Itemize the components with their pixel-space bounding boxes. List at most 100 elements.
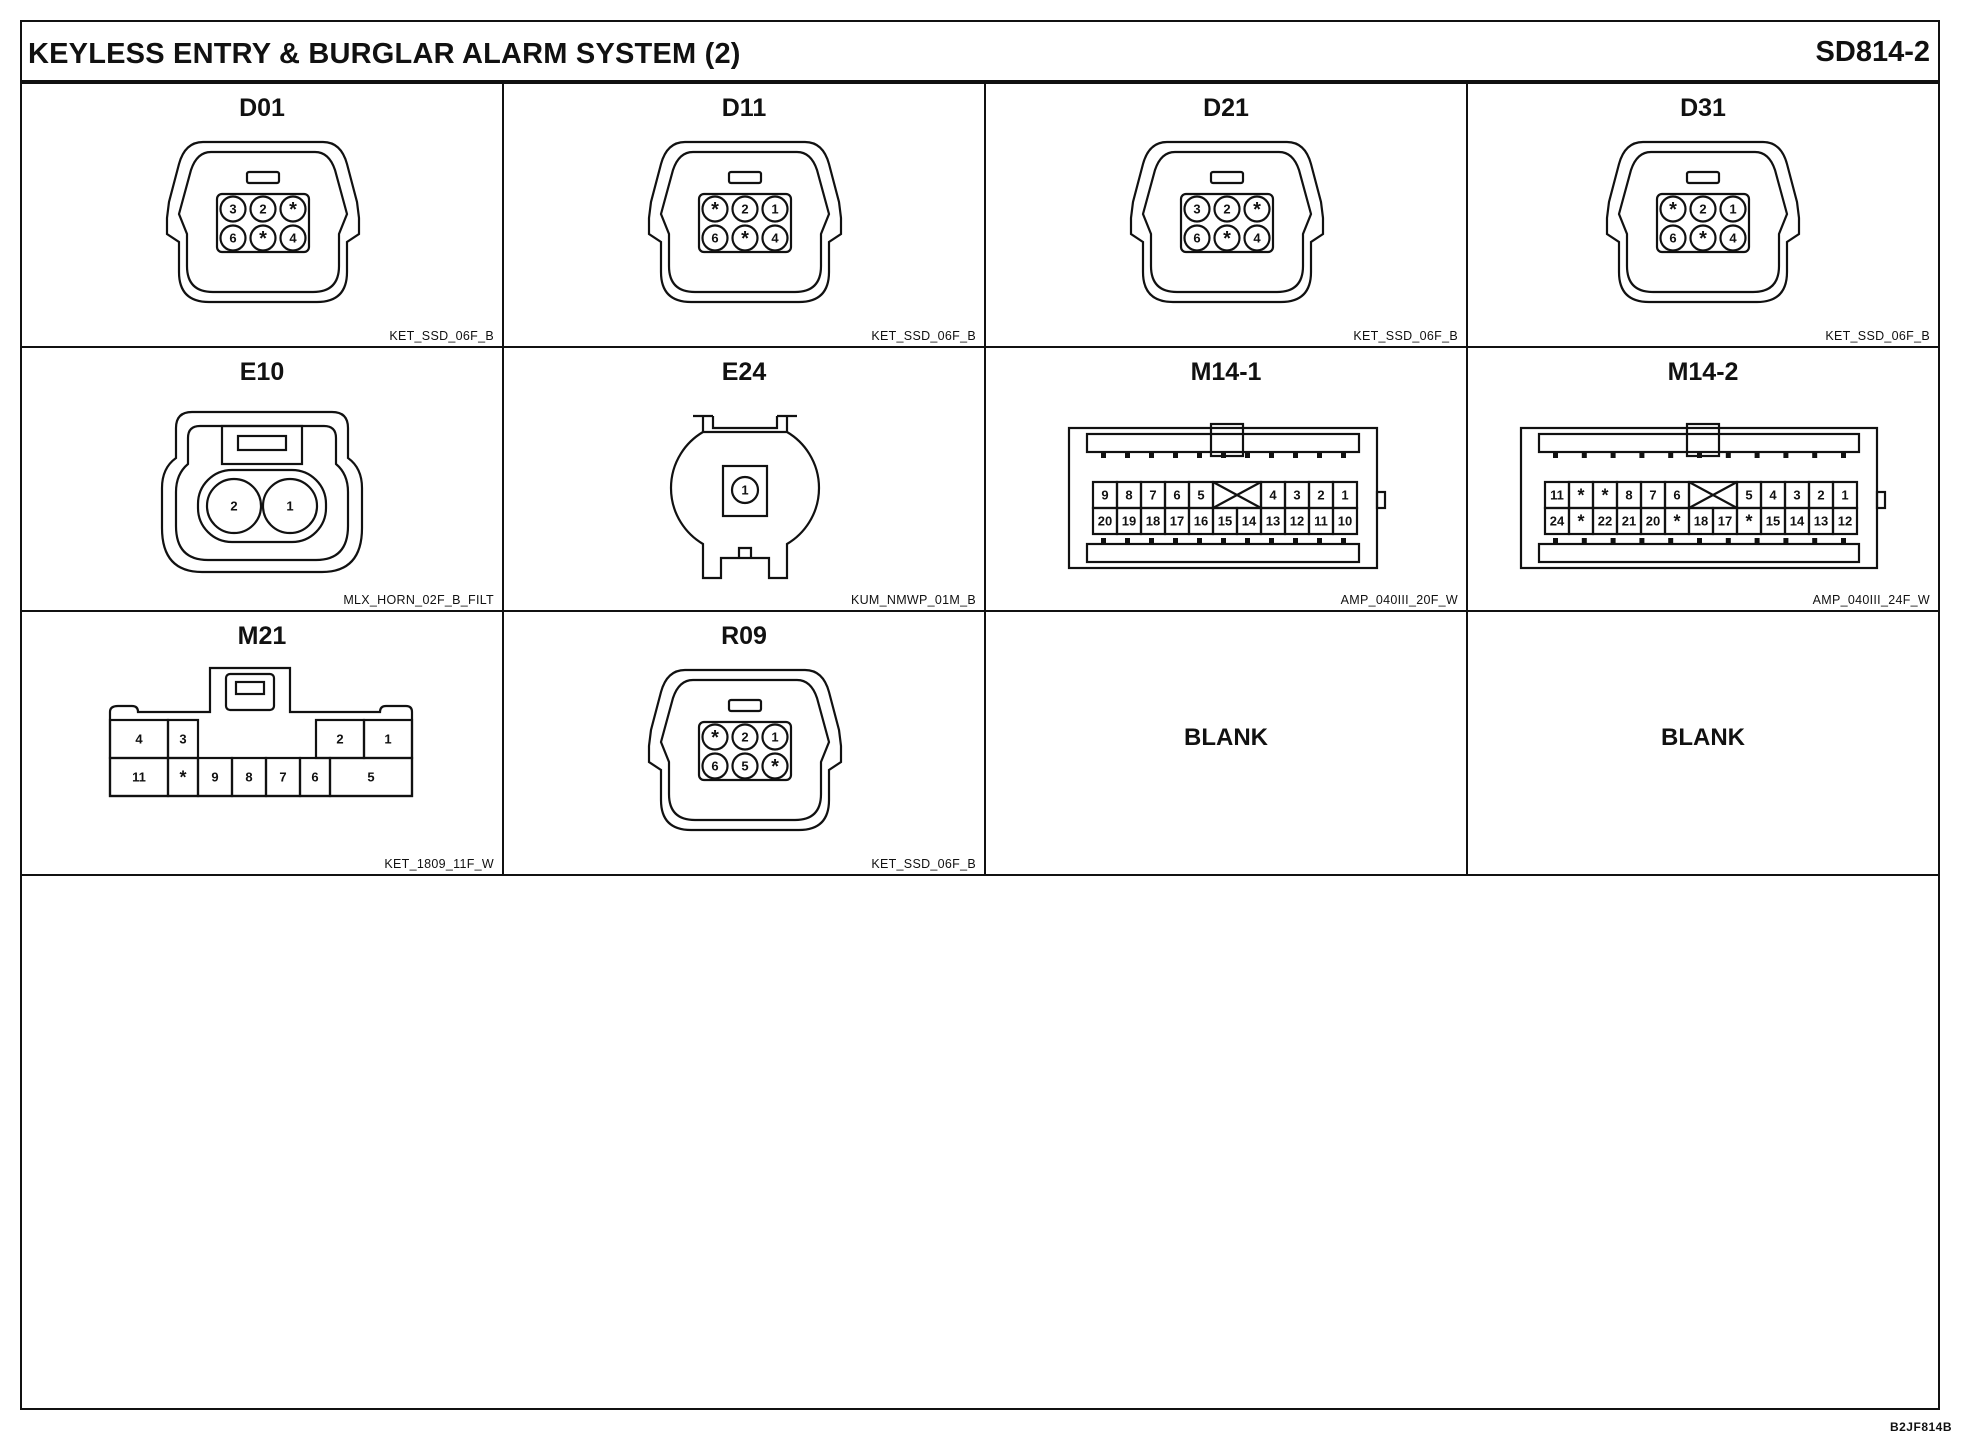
pin-label: 21 — [1622, 514, 1636, 529]
stud — [1697, 452, 1702, 458]
stud — [1149, 538, 1154, 544]
connector-part-number: KET_SSD_06F_B — [1825, 329, 1930, 343]
connector-name: D11 — [721, 94, 767, 122]
bottom-rail — [1085, 542, 1361, 564]
latch — [245, 170, 281, 185]
pin-label: 2 — [741, 730, 748, 745]
stud — [1610, 538, 1616, 544]
pin-cavity — [1689, 195, 1717, 223]
pin-label: 3 — [1193, 202, 1200, 217]
stud — [1697, 538, 1702, 544]
housing-inner — [1141, 150, 1313, 294]
pin-label: 13 — [1814, 514, 1828, 529]
latch — [224, 672, 276, 712]
pin-cavity — [1213, 195, 1241, 223]
stud — [1125, 452, 1130, 458]
housing-inner — [177, 150, 349, 294]
pin-block — [196, 468, 328, 544]
pin-label: 6 — [229, 231, 236, 246]
pin-cavity — [1719, 224, 1747, 252]
housing-outer — [1605, 140, 1801, 304]
stud — [1341, 452, 1346, 458]
pin-label: 4 — [771, 231, 779, 246]
pin-label: 2 — [259, 202, 266, 217]
pin-label: 6 — [1669, 231, 1676, 246]
pin-label: 7 — [1649, 488, 1656, 503]
connector-name: D31 — [1680, 94, 1726, 122]
empty-cavity-cross — [1688, 481, 1738, 509]
housing-outer — [108, 666, 414, 798]
pin-cavity — [731, 224, 759, 252]
pin-label: 19 — [1122, 514, 1136, 529]
pin-label: 18 — [1694, 514, 1708, 529]
housing-outer — [647, 668, 843, 832]
latch — [1685, 422, 1721, 458]
pin-label: * — [711, 199, 719, 221]
stud — [1317, 452, 1322, 458]
top-rail — [1085, 432, 1361, 454]
pin-cavity — [205, 477, 263, 535]
housing-outer — [1129, 140, 1325, 304]
bottom-rail — [1537, 542, 1861, 564]
pin-label: 2 — [1223, 202, 1230, 217]
pin-label: 2 — [1317, 488, 1324, 503]
pin-label: 9 — [1101, 488, 1108, 503]
stud — [1125, 538, 1130, 544]
pin-label: 1 — [771, 202, 778, 217]
pin-label: 11 — [132, 770, 146, 785]
stud — [1754, 538, 1760, 544]
latch — [1209, 422, 1245, 458]
stud — [1725, 452, 1731, 458]
stud — [1341, 538, 1346, 544]
pin-cavity — [701, 195, 729, 223]
blank-cell-2: BLANK — [1468, 612, 1938, 876]
pin-label: 14 — [1790, 514, 1805, 529]
latch — [727, 170, 763, 185]
pin-label: 4 — [1269, 488, 1277, 503]
pin-label: * — [1601, 485, 1608, 505]
pin-cavity — [1213, 224, 1241, 252]
pin-cavity — [701, 752, 729, 780]
stud — [1269, 452, 1274, 458]
header: KEYLESS ENTRY & BURGLAR ALARM SYSTEM (2)… — [22, 22, 1938, 84]
pin-label: 24 — [1550, 514, 1565, 529]
pin-cell — [1331, 506, 1359, 536]
pin-label: 2 — [741, 202, 748, 217]
pin-label: 15 — [1766, 514, 1780, 529]
footer-code: B2JF814B — [1889, 1420, 1952, 1434]
connector-part-number: KET_SSD_06F_B — [389, 329, 494, 343]
pin-label: 2 — [1817, 488, 1824, 503]
side-key — [1375, 490, 1387, 510]
pin-label: * — [289, 199, 297, 221]
pin-label: * — [259, 228, 267, 250]
pin-cavity — [1183, 195, 1211, 223]
pin-cavity — [761, 195, 789, 223]
stud — [1639, 538, 1645, 544]
page-code: SD814-2 — [1815, 36, 1930, 68]
stud — [1245, 538, 1250, 544]
pin-label: 1 — [286, 499, 293, 514]
pin-cavity — [761, 224, 789, 252]
stud — [1725, 538, 1731, 544]
pin-label: 13 — [1266, 514, 1280, 529]
connector-part-number: KET_SSD_06F_B — [871, 329, 976, 343]
stud — [1783, 452, 1789, 458]
pin-label: 6 — [1673, 488, 1680, 503]
stud — [1221, 538, 1226, 544]
pin-label: 6 — [711, 759, 718, 774]
connector-part-number: KET_SSD_06F_B — [871, 857, 976, 871]
stud — [1639, 452, 1645, 458]
pin-block — [1655, 192, 1751, 254]
pin-label: 1 — [384, 732, 391, 747]
